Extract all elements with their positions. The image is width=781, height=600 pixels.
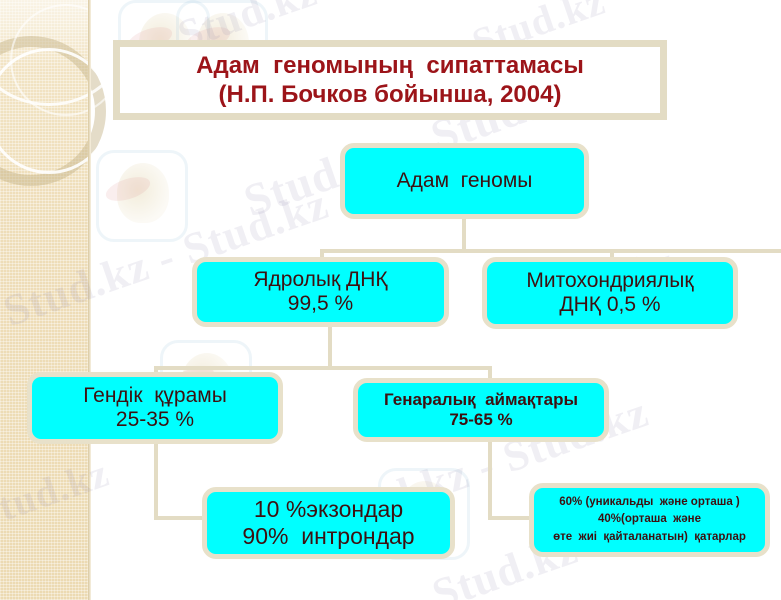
- decorative-side-band: [0, 0, 134, 600]
- node-repeat-sequences-line-3: өте жиі қайталанатын) қатарлар: [553, 530, 746, 543]
- node-genic-composition[interactable]: Гендік құрамы 25-35 %: [27, 372, 283, 444]
- node-exons-label: 10 %экзондар: [253, 496, 404, 523]
- slide-title-line-1: Адам геномының сипаттамасы: [196, 51, 584, 79]
- node-introns-label: 90% интрондар: [242, 523, 415, 549]
- node-genic-composition-label: Гендік құрамы: [83, 383, 227, 407]
- decorative-ring-small: [10, 4, 122, 116]
- connector-to-intergenic: [488, 366, 492, 378]
- watermark-logo-icon: [96, 150, 188, 242]
- node-intergenic-regions-value: 75-65 %: [449, 410, 513, 429]
- node-intergenic-regions-label: Генаралық аймақтары: [384, 390, 578, 410]
- node-human-genome[interactable]: Адам геномы: [340, 143, 589, 219]
- node-nuclear-dna[interactable]: Ядролық ДНҚ 99,5 %: [192, 257, 449, 327]
- side-band-edge: [88, 0, 91, 600]
- node-nuclear-dna-value: 99,5 %: [287, 292, 354, 315]
- slide-title-line-2: (Н.П. Бочков бойынша, 2004): [218, 81, 562, 108]
- connector-to-nuclear: [320, 249, 324, 261]
- node-mitochondrial-dna-value: ДНҚ 0,5 %: [559, 293, 661, 316]
- node-genic-composition-value: 25-35 %: [115, 408, 195, 431]
- connector-to-repeats: [488, 516, 534, 520]
- connector-row2-horizontal: [320, 249, 781, 253]
- node-repeat-sequences-line-2: 40%(орташа және: [597, 513, 702, 526]
- connector-to-mitochondrial: [610, 249, 614, 261]
- connector-genic-down: [154, 444, 158, 520]
- node-intergenic-regions[interactable]: Генаралық аймақтары 75-65 %: [353, 378, 609, 442]
- node-repeat-sequences[interactable]: 60% (уникальды және орташа ) 40%(орташа …: [529, 483, 770, 557]
- node-repeat-sequences-line-1: 60% (уникальды және орташа ): [559, 496, 740, 509]
- node-mitochondrial-dna-label: Митохондриялық: [526, 268, 694, 292]
- node-nuclear-dna-label: Ядролық ДНҚ: [253, 267, 388, 291]
- connector-row3-horizontal: [154, 366, 492, 370]
- connector-to-exons: [154, 516, 206, 520]
- connector-root-down: [462, 219, 466, 253]
- connector-nuclear-down: [328, 327, 332, 367]
- connector-intergenic-down: [488, 442, 492, 520]
- node-mitochondrial-dna[interactable]: Митохондриялық ДНҚ 0,5 %: [482, 257, 738, 329]
- node-human-genome-label: Адам геномы: [396, 168, 533, 192]
- node-exons-introns[interactable]: 10 %экзондар 90% интрондар: [202, 487, 455, 559]
- slide-title-box: Адам геномының сипаттамасы (Н.П. Бочков …: [113, 40, 667, 120]
